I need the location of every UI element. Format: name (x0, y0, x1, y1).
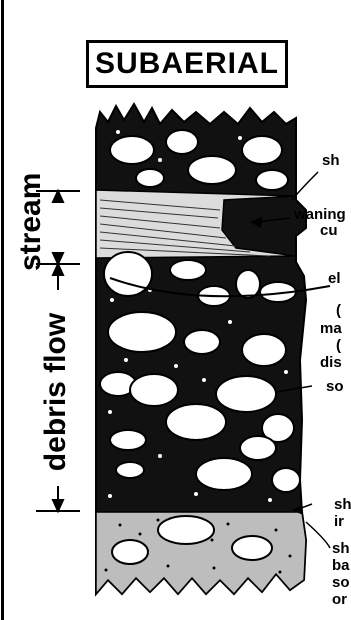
annotation-label: cu (320, 222, 338, 239)
clast (110, 136, 154, 164)
clast (108, 312, 176, 352)
clast (110, 430, 146, 450)
stream-label: stream (14, 181, 48, 271)
annotation-label: sh (322, 152, 340, 169)
annotation-label: ( (336, 302, 341, 319)
clast (112, 540, 148, 564)
annotation-label: ( (336, 337, 341, 354)
clast (104, 252, 152, 296)
clast (158, 516, 214, 544)
clast (130, 374, 178, 406)
clast (166, 404, 226, 440)
annotation-label: waning (294, 206, 346, 223)
annotation-label: ba (332, 557, 350, 574)
left-border-line (1, 0, 4, 620)
clast (184, 330, 220, 354)
clast (232, 536, 272, 560)
annotation-label: sh (332, 540, 350, 557)
clast (236, 270, 260, 298)
clast (242, 136, 282, 164)
clast (272, 468, 300, 492)
title-box: SUBAERIAL (86, 40, 288, 88)
clast (242, 334, 286, 366)
clast (196, 458, 252, 490)
clast (188, 156, 236, 184)
clast (256, 170, 288, 190)
annotation-label: el (328, 270, 341, 287)
clast (170, 260, 206, 280)
annotation-label: sh (334, 496, 351, 513)
clast (136, 169, 164, 187)
clast (216, 376, 276, 412)
annotation-label: or (332, 591, 347, 608)
figure-title: SUBAERIAL (95, 47, 279, 81)
annotation-label: so (332, 574, 350, 591)
clast (240, 436, 276, 460)
annotation-label: so (326, 378, 344, 395)
clast (116, 462, 144, 478)
annotation-label: ir (334, 513, 344, 530)
annotation-label: dis (320, 354, 342, 371)
annotation-label: ma (320, 320, 342, 337)
clast (166, 130, 198, 154)
debris-flow-label: debris flow (39, 297, 73, 487)
